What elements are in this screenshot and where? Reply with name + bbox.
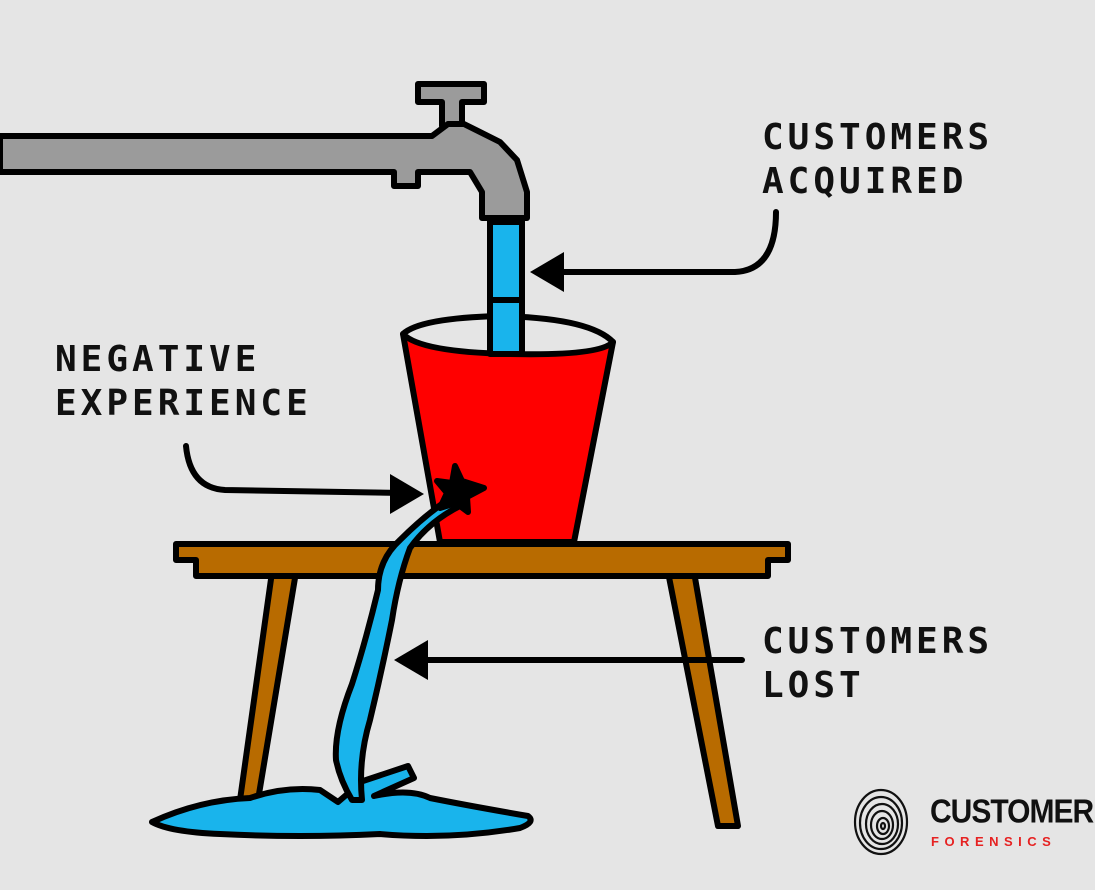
- arrow-acquired-line: [545, 209, 779, 275]
- faucet-pipe: [0, 121, 530, 221]
- customers-lost-label: CUSTOMERS LOST: [762, 620, 993, 708]
- logo-name: CUSTOMER: [930, 794, 1094, 831]
- customers-acquired-label: CUSTOMERS ACQUIRED: [762, 116, 993, 204]
- table-leg-right: [665, 569, 741, 829]
- table-leg-left: [237, 569, 299, 803]
- arrow-negative-head: [390, 474, 424, 514]
- negative-experience-label: NEGATIVE EXPERIENCE: [55, 338, 312, 426]
- table-top: [173, 541, 791, 579]
- hole-star-icon: [434, 463, 487, 515]
- faucet: [0, 81, 530, 221]
- faucet-handle: [415, 81, 487, 129]
- bucket: [400, 297, 616, 545]
- arrow-lost-head: [394, 640, 428, 680]
- customers-acquired-line-1: CUSTOMERS: [762, 117, 994, 158]
- customers-lost-line-2: LOST: [762, 664, 865, 706]
- arrows: [183, 209, 779, 663]
- negative-experience-line-2: EXPERIENCE: [55, 382, 312, 424]
- fingerprint-icon: [853, 788, 909, 856]
- negative-experience-line-1: NEGATIVE: [55, 339, 261, 380]
- table: [173, 541, 791, 829]
- logo-tagline: FORENSICS: [931, 834, 1057, 849]
- water-stream-out: [332, 489, 467, 803]
- arrow-negative-line: [183, 443, 407, 496]
- puddle: [149, 763, 534, 839]
- leak: [149, 463, 534, 839]
- water-stream-in-inner: [487, 297, 525, 357]
- arrow-acquired-head: [530, 252, 564, 292]
- arrowheads: [390, 252, 564, 680]
- customers-acquired-line-2: ACQUIRED: [762, 160, 968, 202]
- customers-lost-line-1: CUSTOMERS: [762, 621, 994, 662]
